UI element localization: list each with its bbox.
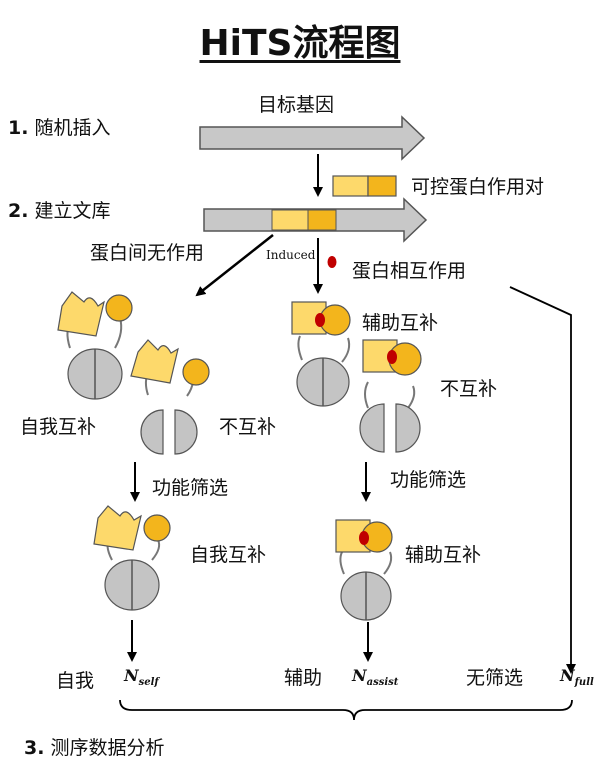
step-2-label: 2. 建立文库 (8, 196, 111, 223)
inducer-dot (327, 256, 337, 268)
controllable-pair-label: 可控蛋白作用对 (411, 176, 545, 198)
bottom-noscreen-label: 无筛选 (466, 667, 524, 689)
bottom-assist-label: 辅助 (284, 667, 323, 689)
n-full-label: Nfull (560, 666, 594, 688)
no-comp-label-left: 不互补 (219, 416, 277, 438)
target-gene-label: 目标基因 (258, 94, 335, 116)
controllable-pair-box (332, 175, 397, 197)
library-arrow (203, 197, 428, 243)
step-3-number: 3. (24, 737, 45, 759)
no-comp-complex-left (130, 339, 210, 455)
self-comp-label-1: 自我互补 (20, 416, 97, 438)
step-1-number: 1. (8, 117, 29, 139)
n-full-sub: full (574, 677, 594, 689)
self-comp-complex-2 (93, 505, 171, 611)
step-3-label: 3. 测序数据分析 (24, 733, 165, 760)
page-title: HiTS流程图 (199, 23, 401, 64)
step-2-number: 2. (8, 200, 29, 222)
self-comp-complex-1 (57, 291, 133, 400)
n-self-main: N (124, 666, 139, 685)
assist-comp-label-1: 辅助互补 (362, 312, 439, 334)
bottom-self-label: 自我 (56, 670, 95, 692)
induced-label: Induced (266, 248, 316, 262)
interaction-label: 蛋白相互作用 (352, 260, 467, 282)
target-gene-arrow (199, 115, 426, 161)
no-interaction-arrow (195, 234, 274, 297)
assist-comp-complex-2 (335, 519, 393, 621)
n-assist-main: N (352, 666, 367, 685)
self-comp-label-2: 自我互补 (190, 544, 267, 566)
step-1-label: 1. 随机插入 (8, 113, 111, 140)
no-screen-path (509, 286, 576, 674)
n-assist-sub: assist (366, 677, 399, 689)
n-assist-label: Nassist (352, 666, 398, 688)
bottom-brace (119, 699, 573, 721)
step-2-text: 建立文库 (34, 200, 111, 222)
no-comp-label-right: 不互补 (440, 378, 498, 400)
n-self-label: Nself (124, 666, 159, 688)
assist-comp-label-2: 辅助互补 (405, 544, 482, 566)
func-screen-label-left: 功能筛选 (152, 477, 229, 499)
no-interaction-label: 蛋白间无作用 (90, 242, 205, 264)
step-3-text: 测序数据分析 (50, 737, 165, 759)
no-comp-complex-right (359, 339, 422, 453)
step-1-text: 随机插入 (34, 117, 111, 139)
n-full-main: N (560, 666, 575, 685)
assist-comp-complex-1 (291, 301, 351, 407)
func-screen-label-right: 功能筛选 (390, 469, 467, 491)
n-self-sub: self (138, 677, 159, 689)
